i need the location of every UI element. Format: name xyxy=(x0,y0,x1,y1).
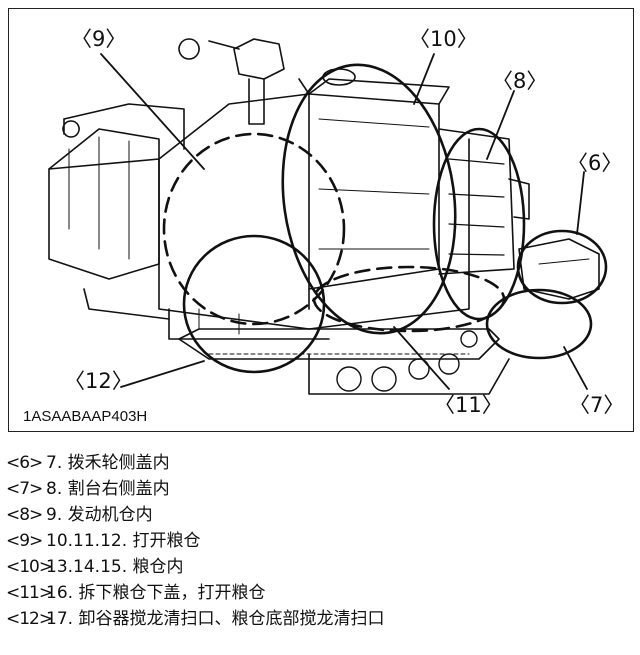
callout-12: 〈12〉 xyxy=(64,369,133,393)
legend-label: <12> xyxy=(6,609,53,629)
legend-text: 7. 拨禾轮侧盖内 xyxy=(46,453,170,473)
legend-text: 13.14.15. 粮仓内 xyxy=(46,557,184,577)
legend-label: <9> xyxy=(6,531,43,551)
callout-6: 〈6〉 xyxy=(567,151,623,175)
callout-7: 〈7〉 xyxy=(569,393,625,417)
machine-illustration: 〈9〉 〈10〉 〈8〉 〈6〉 〈12〉 〈11〉 〈7〉 1ASAABAAP… xyxy=(8,8,634,432)
callout-11: 〈11〉 xyxy=(434,393,503,417)
legend-item: <9>10.11.12. 打开粮仓 xyxy=(6,528,636,554)
legend-text: 10.11.12. 打开粮仓 xyxy=(46,531,201,551)
legend-item: <8>9. 发动机仓内 xyxy=(6,502,636,528)
legend-label: <8> xyxy=(6,505,43,525)
combine-harvester-drawing xyxy=(48,38,608,395)
legend-text: 9. 发动机仓内 xyxy=(46,505,153,525)
legend-item: <6>7. 拨禾轮侧盖内 xyxy=(6,450,636,476)
figure-code: 1ASAABAAP403H xyxy=(23,408,148,425)
legend-label: <11> xyxy=(6,583,53,603)
legend-label: <10> xyxy=(6,557,53,577)
legend-text: 16. 拆下粮仓下盖，打开粮仓 xyxy=(46,583,266,603)
callout-8: 〈8〉 xyxy=(492,69,548,93)
callout-9: 〈9〉 xyxy=(71,27,127,51)
legend-list: <6>7. 拨禾轮侧盖内 <7>8. 割台右侧盖内 <8>9. 发动机仓内 <9… xyxy=(6,450,636,632)
legend-item: <11>16. 拆下粮仓下盖，打开粮仓 xyxy=(6,580,636,606)
callout-10: 〈10〉 xyxy=(409,27,478,51)
legend-item: <10>13.14.15. 粮仓内 xyxy=(6,554,636,580)
legend-item: <7>8. 割台右侧盖内 xyxy=(6,476,636,502)
legend-label: <7> xyxy=(6,479,43,499)
legend-text: 17. 卸谷器搅龙清扫口、粮仓底部搅龙清扫口 xyxy=(46,609,385,629)
legend-label: <6> xyxy=(6,453,43,473)
legend-text: 8. 割台右侧盖内 xyxy=(46,479,170,499)
legend-item: <12>17. 卸谷器搅龙清扫口、粮仓底部搅龙清扫口 xyxy=(6,606,636,632)
